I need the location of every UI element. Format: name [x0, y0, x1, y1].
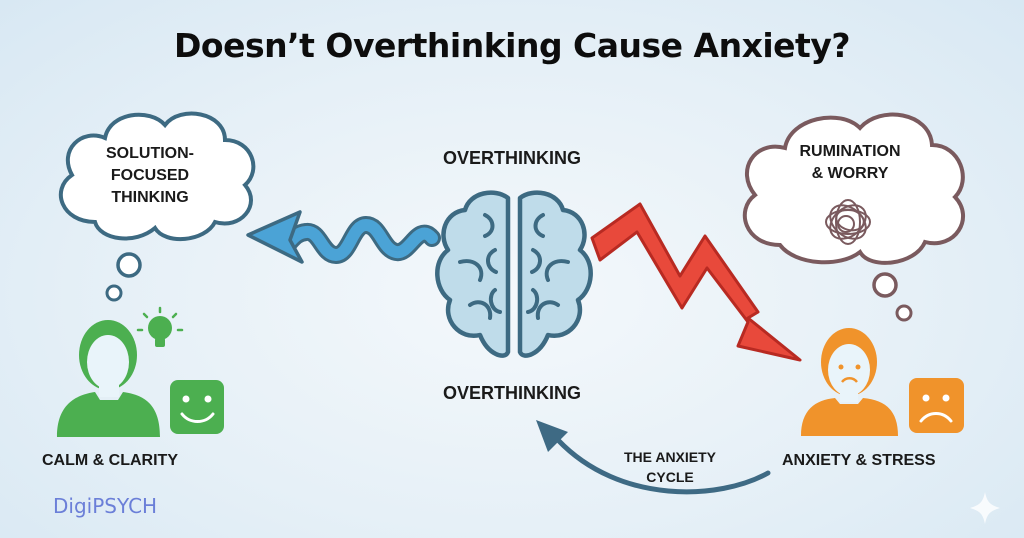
page-title: Doesn’t Overthinking Cause Anxiety? — [174, 26, 850, 65]
person-icon — [57, 320, 160, 437]
cycle-arrow-icon — [536, 420, 771, 495]
cloud-text-right: RUMINATION & WORRY — [799, 143, 901, 182]
thought-cloud-left — [59, 111, 256, 302]
zigzag-arrow-down-icon — [590, 202, 802, 362]
sparkle-icon — [970, 492, 1000, 524]
brain-icon — [435, 190, 593, 358]
smiley-icon — [170, 380, 224, 434]
anxiety-cycle-label: THE ANXIETY CYCLE — [623, 449, 717, 485]
frown-icon — [909, 378, 964, 433]
lightbulb-icon — [136, 306, 184, 347]
cloud-text-left: SOLUTION- FOCUSED THINKING — [106, 145, 194, 206]
thought-cloud-right — [742, 112, 966, 322]
anxiety-stress-caption: ANXIETY & STRESS — [782, 452, 936, 469]
worried-person-icon — [801, 328, 898, 436]
wavy-arrow-left-icon — [246, 210, 441, 265]
brand-logo: DigiPSYCH — [53, 494, 158, 518]
calm-clarity-caption: CALM & CLARITY — [42, 452, 178, 469]
overthinking-bottom-label: OVERTHINKING — [442, 383, 581, 403]
tangled-thoughts-icon — [825, 199, 871, 245]
overthinking-top-label: OVERTHINKING — [442, 148, 581, 168]
